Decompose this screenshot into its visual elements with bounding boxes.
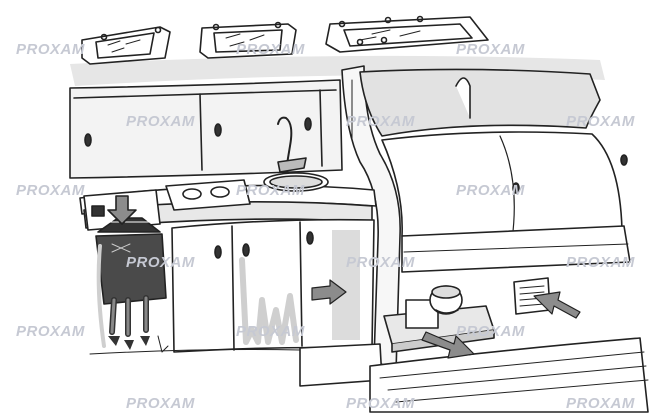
- porthole-left: [82, 27, 170, 64]
- watermark-text: PROXAM: [456, 183, 525, 198]
- watermark-text: PROXAM: [16, 42, 85, 57]
- watermark-text: PROXAM: [236, 324, 305, 339]
- watermark-text: PROXAM: [346, 255, 415, 270]
- watermark-text: PROXAM: [346, 114, 415, 129]
- watermark-text: PROXAM: [236, 42, 305, 57]
- watermark-text: PROXAM: [566, 255, 635, 270]
- watermark-text: PROXAM: [16, 324, 85, 339]
- watermark-text: PROXAM: [566, 396, 635, 411]
- watermark-text: PROXAM: [16, 183, 85, 198]
- watermark-text: PROXAM: [456, 42, 525, 57]
- watermark-text: PROXAM: [346, 396, 415, 411]
- watermark-text: PROXAM: [236, 183, 305, 198]
- watermark-text: PROXAM: [126, 255, 195, 270]
- watermark-text: PROXAM: [456, 324, 525, 339]
- watermark-text: PROXAM: [126, 114, 195, 129]
- watermark-text: PROXAM: [566, 114, 635, 129]
- watermark-text: PROXAM: [126, 396, 195, 411]
